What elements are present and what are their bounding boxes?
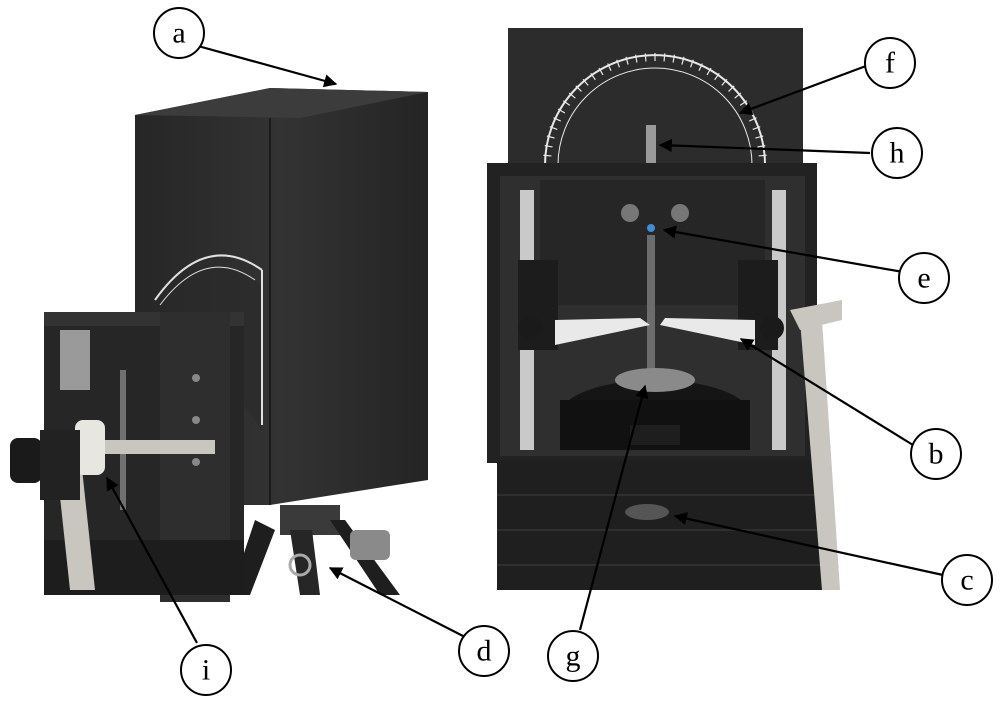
arrow-e — [662, 225, 904, 274]
dial-tick — [546, 135, 555, 139]
dial-tick — [734, 92, 742, 99]
dial-tick — [598, 67, 604, 76]
callout-c-label: c — [960, 564, 973, 597]
dial-tick — [698, 63, 703, 71]
dial-tick — [582, 78, 589, 86]
callout-g: g — [547, 630, 599, 682]
dial-tick — [543, 154, 552, 157]
dial-tick — [590, 72, 596, 81]
callout-e: e — [898, 252, 950, 304]
callout-a-label: a — [172, 17, 185, 50]
left-photo — [10, 88, 428, 602]
dial-tick — [690, 59, 694, 68]
dial-tick — [549, 126, 558, 130]
callout-g-circle — [547, 630, 599, 682]
arrow-g — [578, 384, 649, 631]
dial-tick — [544, 144, 553, 148]
callout-b-label: b — [929, 438, 944, 471]
right-tape — [790, 300, 842, 590]
dial-tick — [644, 53, 647, 62]
callout-f-label: f — [885, 47, 895, 80]
dial-tick — [752, 126, 761, 130]
dial-tick — [557, 108, 566, 114]
dial-tick — [553, 117, 561, 122]
callout-i: i — [180, 644, 232, 696]
arrow-a — [197, 44, 338, 88]
callout-b: b — [910, 428, 962, 480]
arrow-f — [738, 64, 867, 116]
callout-h-circle — [871, 127, 923, 179]
tripod-head-right — [560, 368, 750, 450]
dial-tick — [562, 100, 571, 106]
arrow-d — [328, 567, 464, 637]
pointer — [646, 125, 656, 165]
dial-tick — [575, 85, 582, 92]
callout-d-label: d — [477, 635, 492, 668]
dial-tick — [714, 72, 720, 81]
callout-a-circle — [153, 7, 205, 59]
callout-labels: a b c d e f g h — [153, 7, 993, 696]
dial-tick — [672, 54, 676, 63]
callout-d: d — [458, 625, 510, 677]
callout-c: c — [941, 554, 993, 606]
dial-tick — [721, 78, 728, 86]
callout-i-circle — [180, 644, 232, 696]
dial-tick — [681, 56, 685, 65]
callout-i-label: i — [202, 654, 210, 687]
arrow-c — [673, 512, 944, 577]
dial-tick — [616, 59, 620, 68]
dial-tick — [728, 85, 735, 92]
dial-tick — [625, 56, 629, 65]
arrow-i — [106, 476, 198, 644]
dial-tick — [749, 117, 757, 122]
right-base — [497, 460, 822, 590]
callout-g-label: g — [566, 640, 581, 673]
right-photo — [487, 28, 842, 590]
dial-tick — [758, 154, 767, 157]
dial-tick — [706, 67, 712, 76]
arrow-h — [658, 138, 871, 155]
tripod-left — [230, 505, 400, 595]
dial-tick — [607, 63, 612, 71]
dial-tick — [634, 54, 638, 63]
callout-f: f — [864, 37, 916, 89]
callout-b-circle — [910, 428, 962, 480]
callout-f-circle — [864, 37, 916, 89]
callout-e-circle — [898, 252, 950, 304]
callout-arrows — [106, 44, 944, 644]
dial-tick — [755, 135, 764, 139]
callout-a: a — [153, 7, 205, 59]
callout-h-label: h — [890, 137, 905, 170]
callout-e-label: e — [917, 262, 930, 295]
dial-tick — [568, 92, 576, 99]
dial-tick — [663, 53, 666, 62]
callout-c-circle — [941, 554, 993, 606]
left-tape — [10, 420, 215, 590]
callout-d-circle — [458, 625, 510, 677]
callout-h: h — [871, 127, 923, 179]
arrow-b — [739, 338, 914, 446]
dial-tick — [757, 144, 766, 148]
